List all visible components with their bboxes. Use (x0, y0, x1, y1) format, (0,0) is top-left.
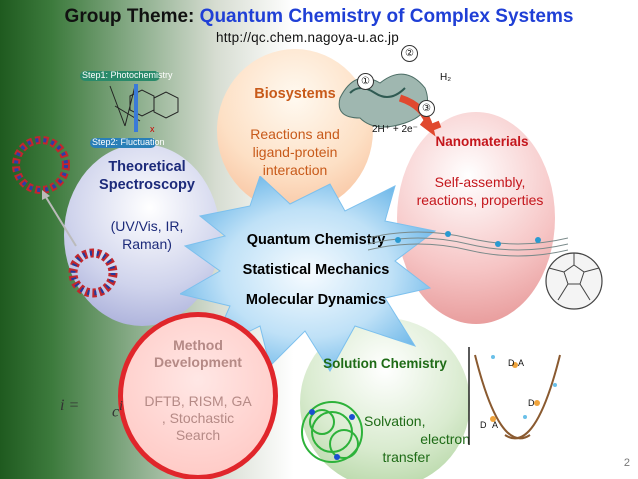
solution-line-1: Solvation, (364, 413, 426, 429)
equation-lhs: i = (60, 397, 80, 414)
biosystems-line-3: interaction (262, 162, 328, 178)
acceptor-label-1: A (518, 358, 525, 368)
core-line-3: Molecular Dynamics (245, 292, 387, 308)
biosystems-body: Reactions and ligand-protein interaction (222, 125, 368, 179)
proton-label: 2H⁺ + 2e⁻ (372, 124, 418, 135)
arrow-line (42, 190, 77, 247)
spectroscopy-heading: Theoretical Spectroscopy (80, 158, 214, 194)
equation-c: c (112, 403, 120, 421)
method-heading-2: Development (154, 354, 242, 370)
nanomaterials-line-1: Self-assembly, (434, 174, 526, 190)
acceptor-label-3: A (492, 420, 499, 430)
solvation-image (301, 401, 363, 463)
method-circle (118, 312, 278, 479)
solution-heading: Solution Chemistry (323, 356, 447, 371)
biosystems-line-2: ligand-protein (252, 144, 338, 160)
photochemistry-diagram: x (80, 71, 179, 148)
solution-line-3: transfer (382, 449, 430, 465)
nanomaterials-body: Self-assembly, reactions, properties (400, 173, 560, 209)
method-body: DFTB, RISM, GA , Stochastic Search (124, 393, 272, 444)
cluster-molecule-image (68, 248, 118, 298)
group-url[interactable]: http://qc.chem.nagoya-u.ac.jp (216, 30, 399, 45)
slide-title: Group Theme: Quantum Chemistry of Comple… (0, 6, 638, 28)
spectroscopy-heading-2: Spectroscopy (99, 177, 195, 193)
step-number-2: ② (401, 45, 418, 62)
nanomaterials-line-2: reactions, properties (416, 192, 544, 208)
equation-rhs: ci (112, 398, 123, 421)
core-line-2: Statistical Mechanics (242, 262, 390, 278)
h2-label: H₂ (440, 72, 452, 83)
core-line-1: Quantum Chemistry (246, 232, 386, 248)
central-star (180, 176, 437, 372)
method-line-3: Search (175, 427, 221, 443)
nanotube-image (368, 231, 568, 257)
spectroscopy-heading-1: Theoretical (108, 159, 186, 175)
method-heading-1: Method (173, 337, 223, 353)
step-number-3: ③ (418, 100, 435, 117)
donor-label-2: D (528, 398, 535, 408)
spectroscopy-line-2: Raman) (122, 236, 172, 252)
step2-label: Step2: Fluctuation (92, 137, 165, 147)
title-prefix: Group Theme: (64, 6, 200, 27)
title-accent: Quantum Chemistry of Complex Systems (199, 6, 574, 27)
nanomaterials-heading: Nanomaterials (435, 134, 529, 149)
ring-molecule-image (12, 136, 70, 194)
spectroscopy-body: (UV/Vis, IR, Raman) (80, 217, 214, 253)
donor-label-1: D (508, 358, 515, 368)
spectroscopy-line-1: (UV/Vis, IR, (110, 218, 184, 234)
donor-label-3: D (480, 420, 487, 430)
energy-curve-diagram (468, 347, 561, 445)
biosystems-circle (217, 49, 373, 212)
fullerene-image (545, 252, 603, 310)
method-line-2: , Stochastic (161, 410, 235, 426)
step-number-1: ① (357, 73, 374, 90)
biosystems-line-1: Reactions and (250, 126, 340, 142)
biosystems-heading: Biosystems (254, 86, 336, 102)
step1-label: Step1: Photochemistry (82, 70, 173, 80)
svg-text:x: x (150, 124, 155, 134)
solution-line-2: electron (420, 431, 470, 447)
method-line-1: DFTB, RISM, GA (144, 393, 252, 409)
solution-body: Solvation, electron transfer (340, 412, 470, 466)
page-number: 2 (623, 457, 630, 469)
method-heading: Method Development (124, 337, 272, 371)
equation-sup: i (119, 398, 123, 413)
